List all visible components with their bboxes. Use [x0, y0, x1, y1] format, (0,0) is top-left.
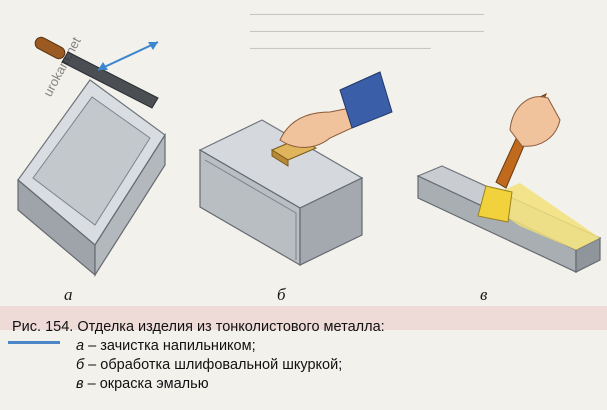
caption-item: в – окраска эмалью — [12, 375, 602, 394]
panel-label-c: в — [480, 285, 488, 304]
caption-item: а – зачистка напильником; — [12, 337, 602, 356]
caption-item-text: – зачистка напильником; — [84, 338, 256, 354]
figure-caption: Рис. 154. Отделка изделия из тонколистов… — [12, 318, 602, 394]
hand-b — [279, 107, 357, 148]
caption-item-letter: а — [76, 338, 85, 354]
illustration — [17, 36, 602, 278]
caption-item-letter: в — [76, 376, 84, 392]
ghost-band — [0, 306, 607, 330]
file-handle — [34, 36, 66, 60]
brush-bristles — [477, 185, 513, 223]
caption-item-text: – окраска эмалью — [83, 376, 209, 392]
panel-a — [17, 36, 166, 278]
file-motion-arrow — [97, 41, 159, 71]
sanding-block-side — [271, 149, 289, 167]
caption-accent-bar — [8, 341, 60, 344]
caption-item-text: – обработка шлифовальной шкуркой; — [84, 357, 343, 373]
box-b-side — [299, 177, 363, 266]
caption-item-letter: б — [76, 357, 85, 373]
arrow-head-2 — [98, 62, 108, 70]
ghost-text: ────────────────────────────────────────… — [250, 6, 484, 57]
panel-label-b: б — [277, 285, 286, 304]
sleeve-b — [339, 71, 393, 129]
panel-c — [416, 92, 602, 273]
arrow-head-1 — [148, 42, 158, 50]
box-a-right-side — [94, 132, 166, 278]
file-blade — [61, 51, 159, 109]
figure-number: Рис. 154. — [12, 319, 74, 335]
caption-item: б – обработка шлифовальной шкуркой; — [12, 356, 602, 375]
box-a-inner — [32, 96, 151, 226]
hand-c — [509, 96, 561, 147]
figure-title: Отделка изделия из тонколистового металл… — [77, 319, 385, 335]
caption-title-line: Рис. 154. Отделка изделия из тонколистов… — [12, 318, 602, 337]
box-b-seam — [204, 159, 297, 260]
panel-b — [198, 71, 393, 267]
panel-label-a: а — [64, 285, 73, 304]
